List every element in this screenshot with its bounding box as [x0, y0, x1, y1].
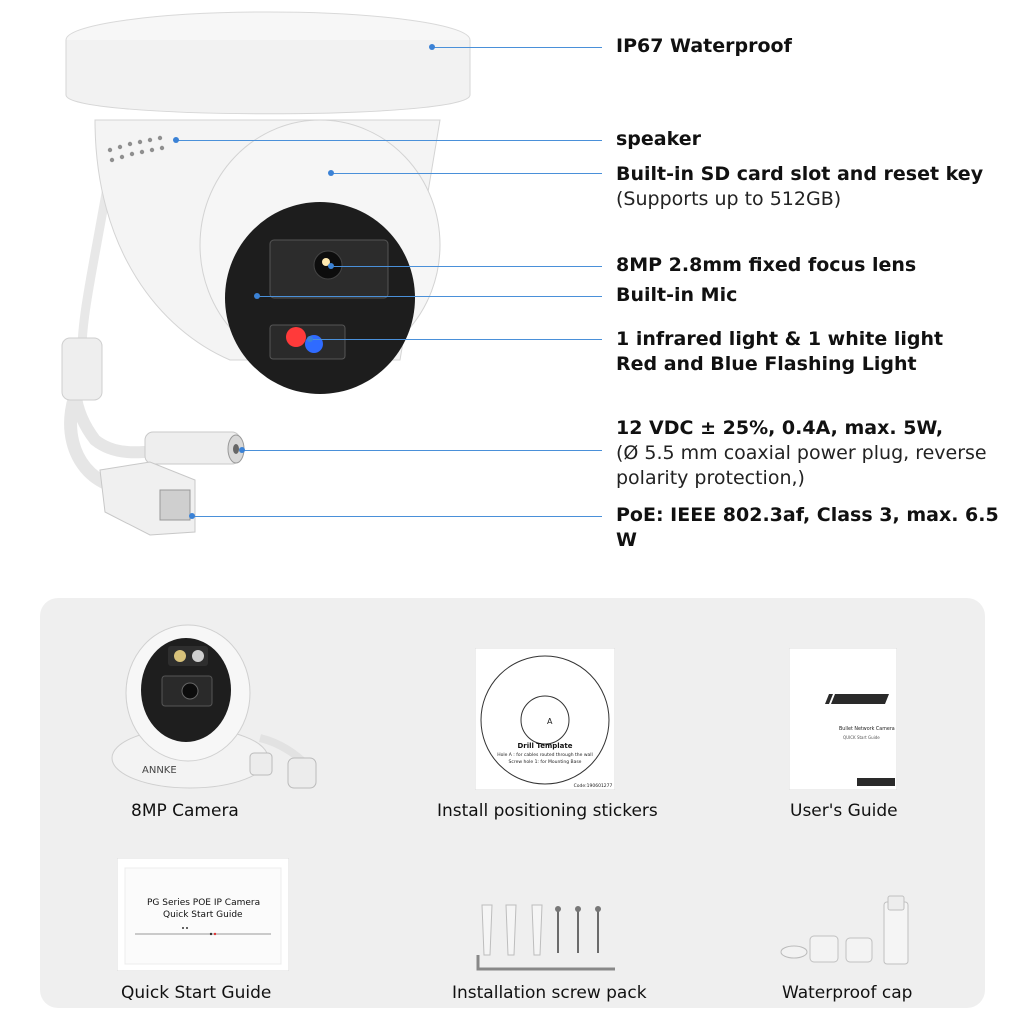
caption-stickers: Install positioning stickers	[437, 801, 658, 821]
svg-text:Code:190601277: Code:190601277	[574, 783, 613, 789]
svg-text:Bullet Network Camera: Bullet Network Camera	[839, 726, 895, 732]
svg-text:A: A	[547, 717, 553, 726]
spec-poe: PoE: IEEE 802.3af, Class 3, max. 6.5 W	[616, 504, 999, 551]
svg-text:PG Series POE IP Camera: PG Series POE IP Camera	[147, 898, 260, 908]
spec-ip67: IP67 Waterproof	[616, 35, 792, 57]
drill-template-sticker: A Drill Template Hole A : for cables rou…	[475, 648, 615, 790]
users-guide-image: Bullet Network Camera QUICK Start Guide	[789, 648, 897, 790]
caption-camera: 8MP Camera	[131, 801, 239, 821]
screw-pack-image	[476, 904, 615, 971]
spec-speaker: speaker	[616, 128, 701, 150]
spec-mic: Built-in Mic	[616, 284, 738, 306]
caption-waterproof-cap: Waterproof cap	[782, 983, 913, 1003]
svg-text:Quick Start Guide: Quick Start Guide	[163, 910, 243, 920]
caption-users-guide: User's Guide	[790, 801, 898, 821]
camera-illustration	[61, 11, 471, 536]
quick-start-guide-image: PG Series POE IP Camera Quick Start Guid…	[117, 858, 289, 971]
svg-text:QUICK Start Guide: QUICK Start Guide	[843, 735, 880, 740]
svg-text:Drill Template: Drill Template	[517, 742, 572, 750]
spec-lens: 8MP 2.8mm fixed focus lens	[616, 254, 917, 276]
package-camera-image: ANNKE	[111, 624, 317, 789]
spec-sd-slot: Built-in SD card slot and reset key(Supp…	[616, 163, 984, 210]
spec-power: 12 VDC ± 25%, 0.4A, max. 5W,(Ø 5.5 mm co…	[616, 417, 987, 489]
svg-text:Hole A : for cables routed thr: Hole A : for cables routed through the w…	[497, 752, 593, 758]
waterproof-cap-image	[780, 895, 909, 965]
caption-quick-start: Quick Start Guide	[121, 983, 272, 1003]
brand-logo: ANNKE	[142, 765, 177, 776]
svg-text:Screw hole 1: for Mounting Bas: Screw hole 1: for Mounting Base	[509, 759, 582, 765]
caption-screw-pack: Installation screw pack	[452, 983, 647, 1003]
